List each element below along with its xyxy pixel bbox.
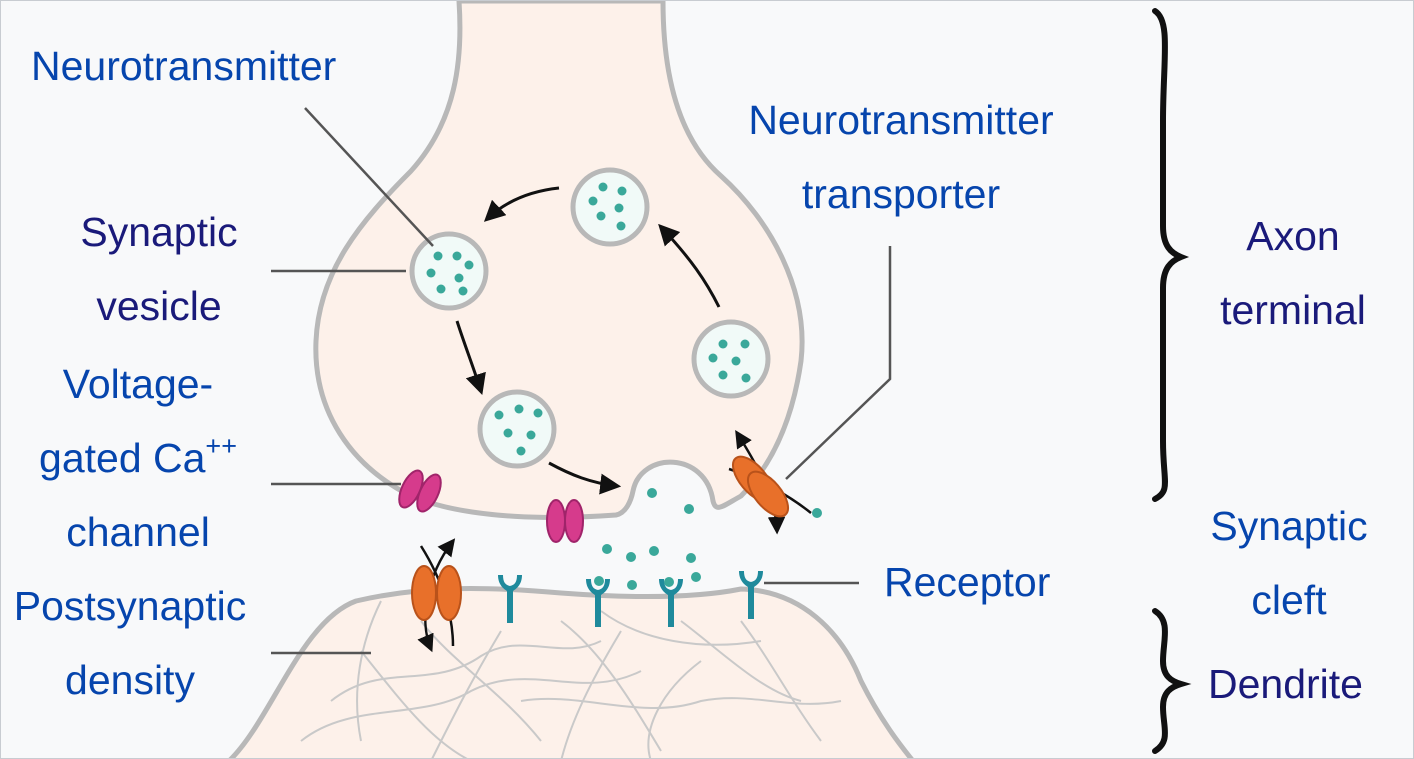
braces <box>1152 8 1192 754</box>
ca-superscript: ++ <box>205 431 237 462</box>
axon-terminal-label: Axon terminal <box>1193 199 1393 347</box>
receptor-label: Receptor <box>884 559 1051 605</box>
ca-channel-presynaptic <box>398 469 584 543</box>
axon-terminal-body <box>313 1 805 520</box>
voltage-gated-label-line2: gated Ca++ <box>39 431 237 481</box>
receptors <box>498 571 763 627</box>
voltage-gated-label-line3: channel <box>66 509 210 555</box>
transporter-label-line1: Neurotransmitter <box>748 97 1054 143</box>
transporter-label-line2: transporter <box>801 171 1001 217</box>
synaptic-vesicle-label-line2: vesicle <box>96 283 222 329</box>
voltage-gated-channel-label: Voltage- gated Ca++ channel <box>7 347 269 569</box>
postsynaptic-density-label: Postsynaptic density <box>1 569 259 717</box>
synaptic-vesicle-label: Synaptic vesicle <box>39 195 279 343</box>
axon-terminal-label-line2: terminal <box>1220 287 1366 333</box>
synaptic-cleft-label-line1: Synaptic <box>1210 503 1368 549</box>
transporter-dendrite <box>411 538 462 653</box>
released-neurotransmitters <box>594 488 822 590</box>
vesicle-top-right <box>570 167 650 247</box>
voltage-gated-label-line1: Voltage- <box>62 361 214 407</box>
transporter-axon <box>728 430 812 535</box>
synaptic-vesicle-label-line1: Synaptic <box>80 209 238 255</box>
synaptic-cleft-label-line2: cleft <box>1251 577 1327 623</box>
dendrite-body <box>228 585 914 758</box>
vesicle-right <box>691 319 771 399</box>
axon-terminal-label-line1: Axon <box>1246 213 1340 259</box>
vesicle-top-left <box>409 231 489 311</box>
synaptic-cleft-label: Synaptic cleft <box>1189 489 1389 637</box>
postsynaptic-density-fibers <box>300 600 842 758</box>
vesicle-cycle-arrows <box>455 186 721 495</box>
dendrite-label: Dendrite <box>1208 661 1363 707</box>
postsynaptic-density-label-line1: Postsynaptic <box>13 583 247 629</box>
postsynaptic-density-label-line2: density <box>65 657 195 703</box>
transporter-label: Neurotransmitter transporter <box>726 83 1076 231</box>
vesicle-bottom <box>477 389 557 469</box>
leader-lines <box>271 107 892 655</box>
neurotransmitter-label: Neurotransmitter <box>31 43 337 89</box>
